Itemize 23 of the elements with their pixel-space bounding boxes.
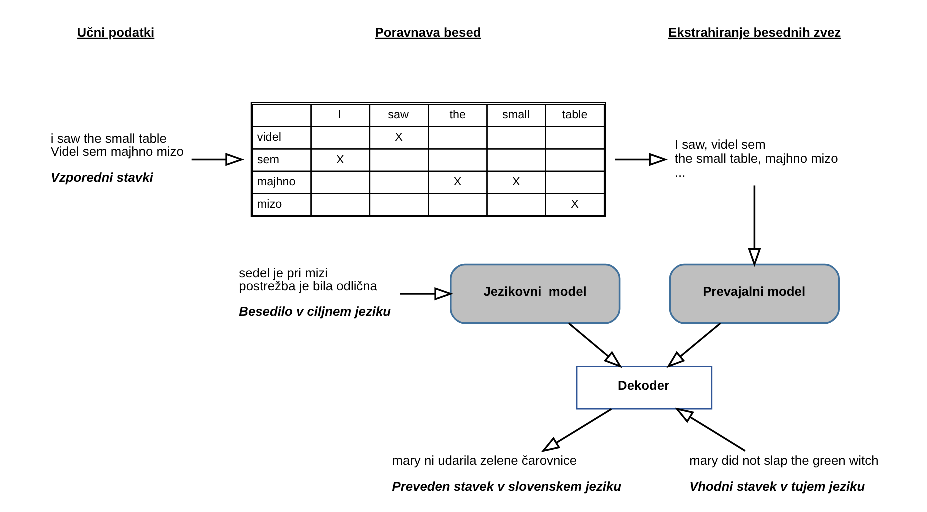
node-text: mary ni udarila zelene čarovnice — [392, 452, 578, 468]
node-label: Preveden stavek v slovenskem jeziku — [392, 478, 622, 494]
node-label: Vhodni stavek v tujem jeziku — [690, 478, 866, 494]
arrow — [568, 322, 622, 368]
node-box: Dekoder — [576, 366, 713, 410]
node-text: sedel je pri mizi postrežba je bila odlična — [239, 264, 378, 293]
arrow — [400, 286, 454, 300]
arrow — [748, 185, 762, 267]
arrow — [615, 152, 668, 166]
label: Poravnava besed — [375, 24, 482, 40]
node-box: Jezikovni model — [450, 263, 621, 324]
arrow — [674, 407, 746, 452]
arrow — [192, 152, 244, 166]
node-box: Prevajalni model — [669, 263, 840, 324]
node-label: Vzporedni stavki — [50, 169, 154, 184]
arrow — [666, 322, 722, 368]
label: Učni podatki — [77, 24, 155, 40]
label: Ekstrahiranje besednih zvez — [668, 24, 842, 40]
node-text: i saw the small table Videl sem majhno mizo — [50, 130, 184, 158]
arrow — [541, 408, 612, 452]
node-text: mary did not slap the green witch — [690, 452, 879, 468]
node-label: Besedilo v ciljnem jeziku — [239, 304, 392, 319]
node-text: I saw, videl sem the small table, majhno mizo ... — [674, 136, 838, 180]
